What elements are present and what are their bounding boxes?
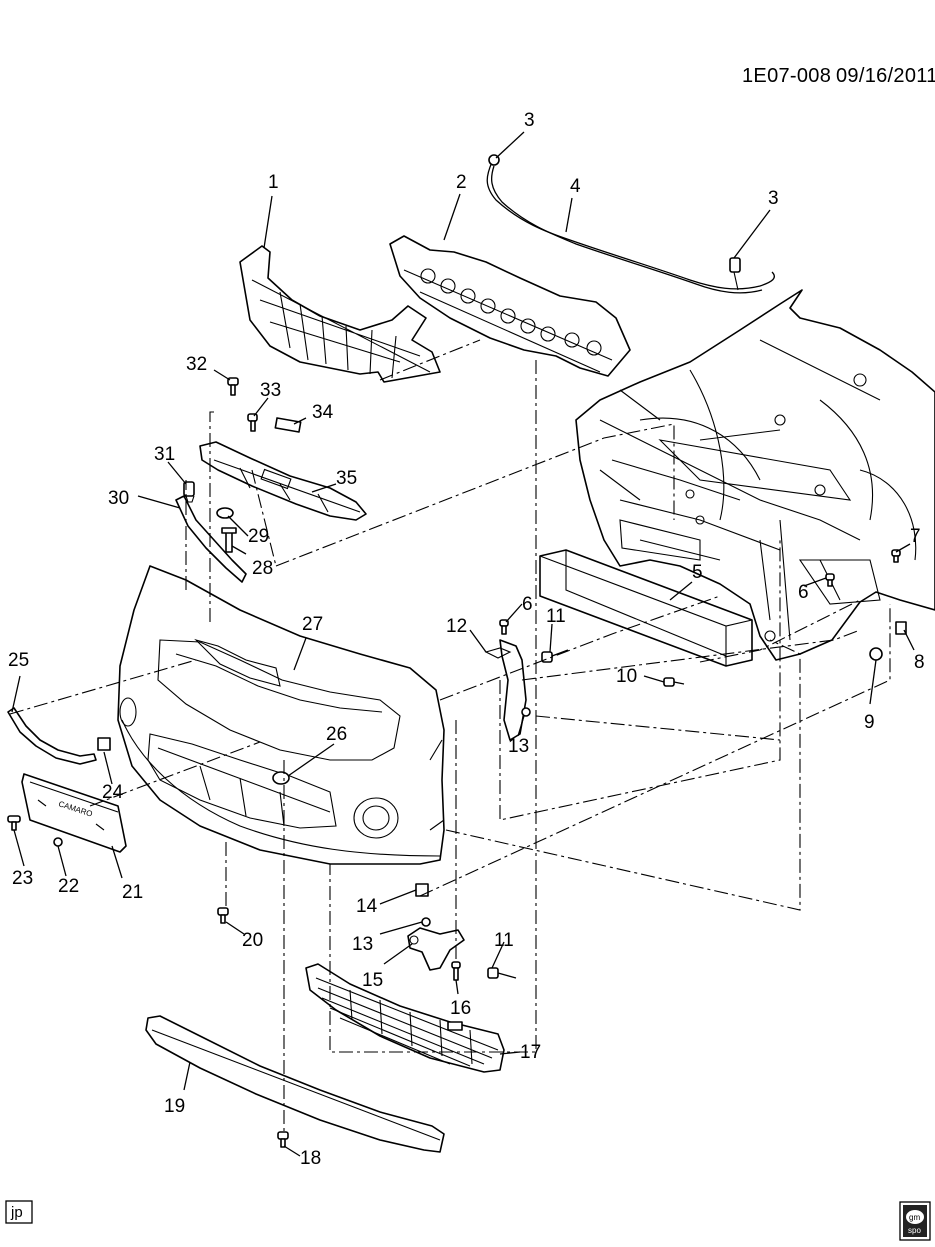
part-18-push-pin bbox=[277, 1131, 289, 1148]
callout-23: 23 bbox=[12, 868, 33, 889]
part-15-lower-bracket bbox=[407, 927, 465, 971]
part-25-trim-strip bbox=[7, 707, 97, 765]
callout-20: 20 bbox=[242, 930, 263, 951]
callout-16: 16 bbox=[450, 998, 471, 1019]
part-23-screw bbox=[7, 815, 21, 831]
callout-32: 32 bbox=[186, 354, 207, 375]
vehicle-front-structure bbox=[575, 289, 935, 661]
logo-line-2: spo bbox=[908, 1226, 921, 1235]
callout-6-right: 6 bbox=[798, 582, 809, 603]
callout-11-upper: 11 bbox=[546, 606, 566, 627]
part-28-push-pin bbox=[221, 527, 237, 553]
callout-14: 14 bbox=[356, 896, 378, 917]
callout-1: 1 bbox=[268, 172, 279, 193]
part-34-label bbox=[274, 417, 302, 433]
part-1-upper-grille-frame bbox=[239, 245, 441, 383]
part-14-clip bbox=[415, 883, 429, 897]
part-33-bolt bbox=[247, 413, 258, 432]
callout-19: 19 bbox=[164, 1096, 185, 1117]
callout-25: 25 bbox=[8, 650, 29, 671]
part-5-impact-bar bbox=[539, 549, 753, 667]
callout-29: 29 bbox=[248, 526, 269, 547]
part-20-push-pin bbox=[217, 907, 229, 924]
logo-line-1: gm bbox=[909, 1213, 920, 1222]
assembly-lines bbox=[9, 339, 891, 1132]
callout-3-right: 3 bbox=[768, 188, 779, 209]
callout-6-upper: 6 bbox=[522, 594, 533, 615]
part-27-front-fascia bbox=[117, 565, 445, 865]
callout-26: 26 bbox=[326, 724, 347, 745]
callout-31: 31 bbox=[154, 444, 175, 465]
part-26-nut bbox=[272, 771, 290, 785]
part-13-nut-lower bbox=[421, 917, 431, 927]
leader-lines bbox=[11, 131, 915, 1157]
callout-numbers: 1 2 3 3 4 5 6 6 7 8 9 10 11 11 12 13 13 … bbox=[8, 110, 925, 1169]
part-24-clip bbox=[97, 737, 111, 751]
part-6-screw-right bbox=[825, 573, 835, 587]
callout-10: 10 bbox=[616, 666, 637, 687]
callout-8: 8 bbox=[914, 652, 925, 673]
part-16-bolt bbox=[451, 961, 461, 981]
part-4-washer-hose bbox=[486, 154, 775, 294]
part-9-grommet bbox=[869, 647, 883, 661]
callout-28: 28 bbox=[252, 558, 273, 579]
callout-4: 4 bbox=[570, 176, 581, 197]
part-21-license-bracket: CAMARO bbox=[21, 773, 127, 853]
gm-spo-logo-icon: gm spo bbox=[899, 1201, 931, 1241]
callout-22: 22 bbox=[58, 876, 79, 897]
part-10-bolt bbox=[663, 677, 685, 687]
part-22-nut bbox=[53, 837, 63, 847]
callout-35: 35 bbox=[336, 468, 357, 489]
callout-2: 2 bbox=[456, 172, 467, 193]
callout-13-lower: 13 bbox=[352, 934, 373, 955]
callout-13-upper: 13 bbox=[508, 736, 529, 757]
callout-34: 34 bbox=[312, 402, 334, 423]
part-11-stud-lower bbox=[487, 967, 517, 979]
callout-21: 21 bbox=[122, 882, 143, 903]
callout-7: 7 bbox=[910, 526, 921, 547]
part-30-seal-strip bbox=[175, 495, 247, 583]
part-13-nut-upper bbox=[521, 707, 531, 717]
callout-33: 33 bbox=[260, 380, 281, 401]
drawing-code: 1E07-008 bbox=[742, 65, 831, 87]
corner-tag-text: jp bbox=[10, 1204, 23, 1221]
part-35-upper-shield bbox=[199, 441, 367, 521]
part-29-grommet bbox=[216, 507, 234, 519]
corner-tag: jp bbox=[5, 1200, 33, 1224]
callout-30: 30 bbox=[108, 488, 129, 509]
part-32-bolt bbox=[227, 377, 239, 396]
part-8-clip bbox=[895, 621, 907, 635]
part-17-lower-grille bbox=[305, 963, 505, 1073]
drawing-date: 09/16/2011 bbox=[836, 65, 935, 87]
callout-5: 5 bbox=[692, 562, 703, 583]
callout-17: 17 bbox=[520, 1042, 541, 1063]
callout-18: 18 bbox=[300, 1148, 321, 1169]
callout-27: 27 bbox=[302, 614, 323, 635]
part-12-side-bracket bbox=[484, 639, 527, 741]
callout-11-lower: 11 bbox=[494, 930, 514, 951]
callout-12: 12 bbox=[446, 616, 467, 637]
callout-24: 24 bbox=[102, 782, 124, 803]
callout-9: 9 bbox=[864, 712, 875, 733]
part-2-energy-absorber bbox=[389, 235, 631, 377]
callout-3-left: 3 bbox=[524, 110, 535, 131]
part-6-screw-upper bbox=[499, 619, 509, 635]
part-19-air-deflector bbox=[145, 1015, 445, 1153]
callout-15: 15 bbox=[362, 970, 383, 991]
